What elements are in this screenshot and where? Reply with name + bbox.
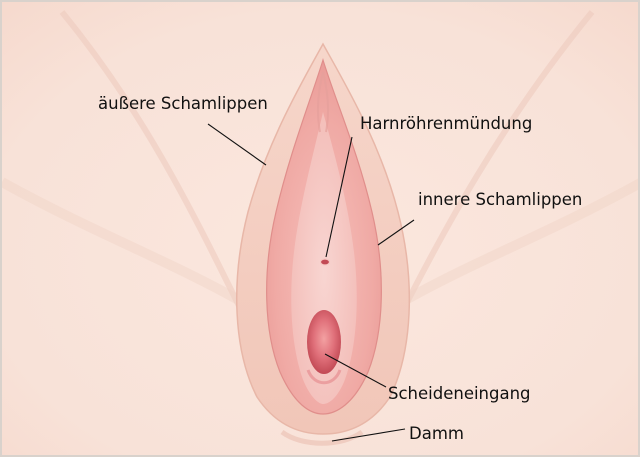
label-outer-labia: äußere Schamlippen (98, 94, 268, 113)
label-inner-labia: innere Schamlippen (418, 190, 582, 209)
label-urethral-opening: Harnröhrenmündung (360, 114, 532, 133)
vaginal-opening-mark (307, 310, 341, 374)
label-vaginal-opening: Scheideneingang (388, 384, 531, 403)
urethral-opening-mark (321, 259, 330, 265)
label-perineum: Damm (409, 424, 464, 443)
